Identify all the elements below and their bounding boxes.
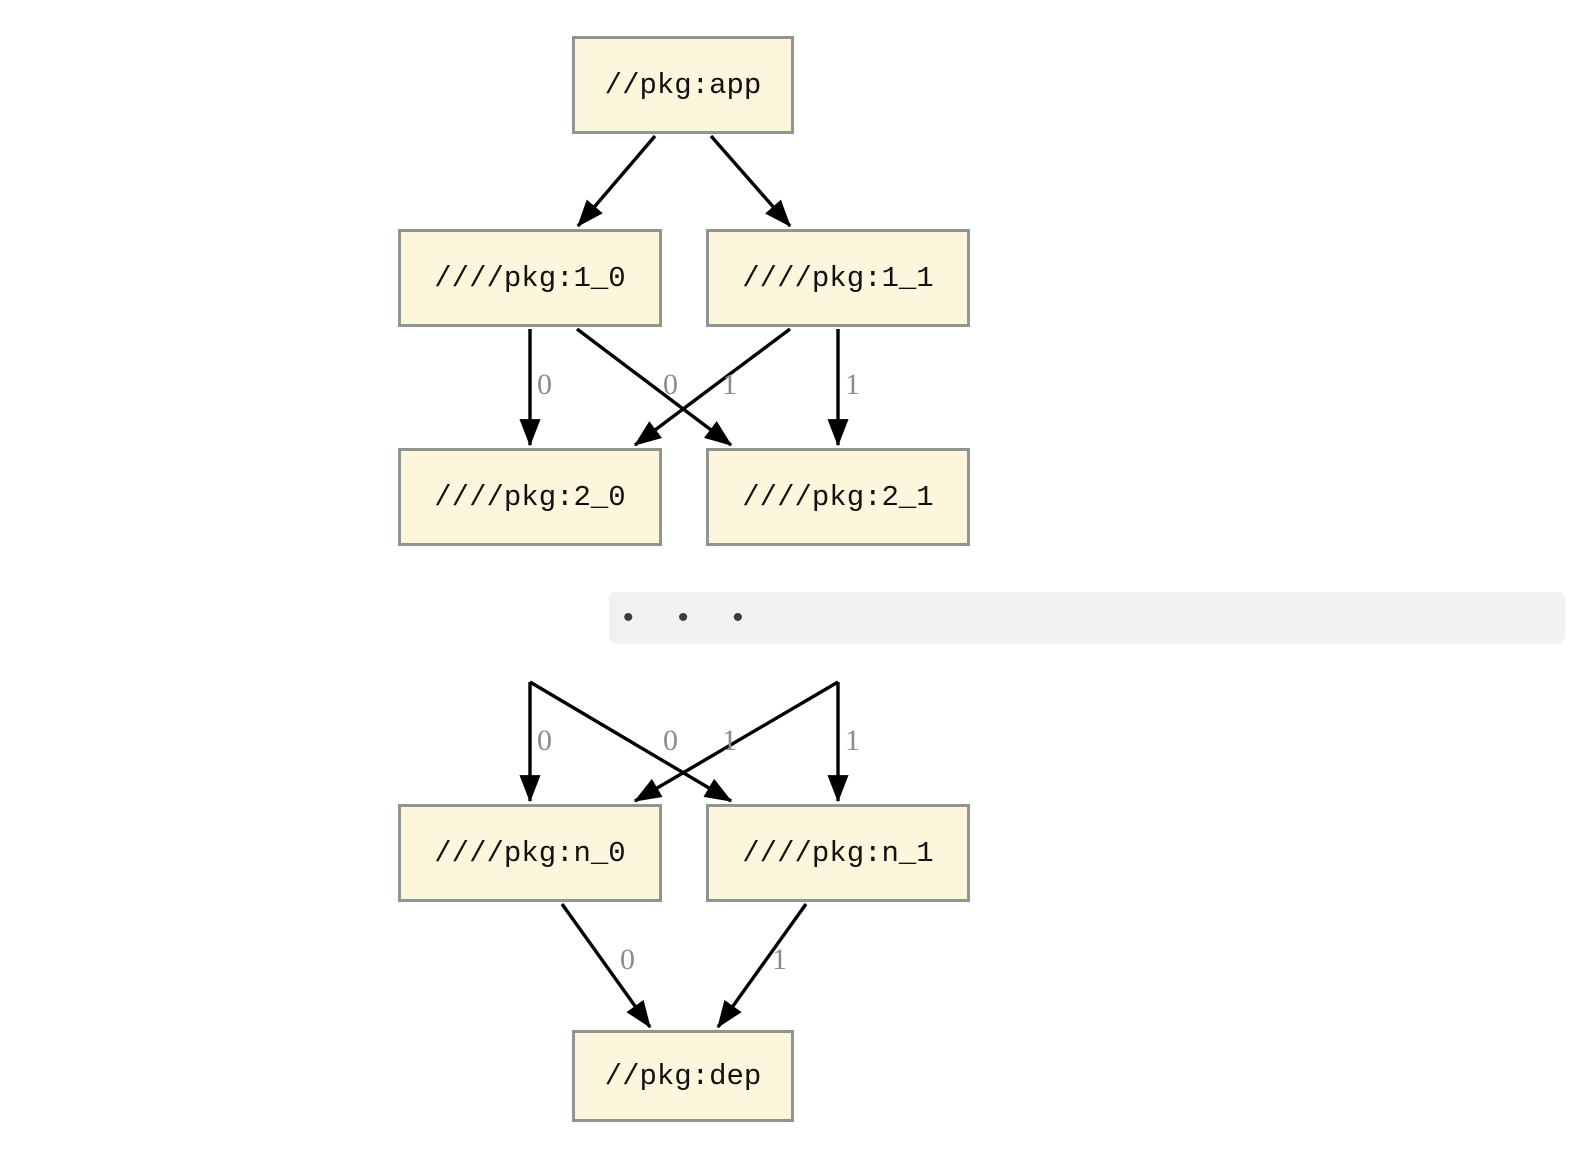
edge-app-to-n1_0 (576, 134, 657, 228)
node-label: ////pkg:2_0 (434, 480, 626, 514)
node-label: ////pkg:n_0 (434, 836, 626, 870)
edge-src-to-nn_1 (529, 680, 733, 803)
node-dep[interactable]: //pkg:dep (572, 1030, 794, 1122)
edge-n1_1-to-n2_0 (633, 327, 792, 447)
node-n1_0[interactable]: ////pkg:1_0 (398, 229, 662, 327)
node-label: ////pkg:2_1 (742, 480, 934, 514)
ellipsis-band: • • • (609, 592, 1565, 644)
edge-label: 1 (845, 368, 860, 401)
edge-label: 1 (845, 724, 860, 757)
node-label: //pkg:dep (604, 1059, 762, 1093)
node-n2_1[interactable]: ////pkg:2_1 (706, 448, 970, 546)
edge-label: 0 (537, 724, 552, 757)
node-label: ////pkg:n_1 (742, 836, 934, 870)
node-app[interactable]: //pkg:app (572, 36, 794, 134)
edge-label: 0 (663, 724, 678, 757)
edge-label: 1 (772, 943, 787, 976)
node-nn_1[interactable]: ////pkg:n_1 (706, 804, 970, 902)
node-label: ////pkg:1_1 (742, 261, 934, 295)
edge-label: 0 (620, 943, 635, 976)
node-label: ////pkg:1_0 (434, 261, 626, 295)
edge-nn_1-to-dep (716, 903, 808, 1029)
node-n2_0[interactable]: ////pkg:2_0 (398, 448, 662, 546)
edge-app-to-n1_1 (709, 134, 792, 228)
node-nn_0[interactable]: ////pkg:n_0 (398, 804, 662, 902)
node-label: //pkg:app (604, 68, 762, 102)
edge-nn_0-to-dep (560, 903, 652, 1029)
edge-layer (519, 134, 849, 1029)
edge-label: 0 (537, 368, 552, 401)
ellipsis-dots: • • • (623, 601, 762, 634)
edge-src-to-nn_0 (633, 680, 839, 803)
node-n1_1[interactable]: ////pkg:1_1 (706, 229, 970, 327)
edge-n1_0-to-n2_1 (575, 327, 733, 447)
edge-label: 1 (722, 368, 737, 401)
edge-label: 0 (663, 368, 678, 401)
edge-label: 1 (722, 724, 737, 757)
